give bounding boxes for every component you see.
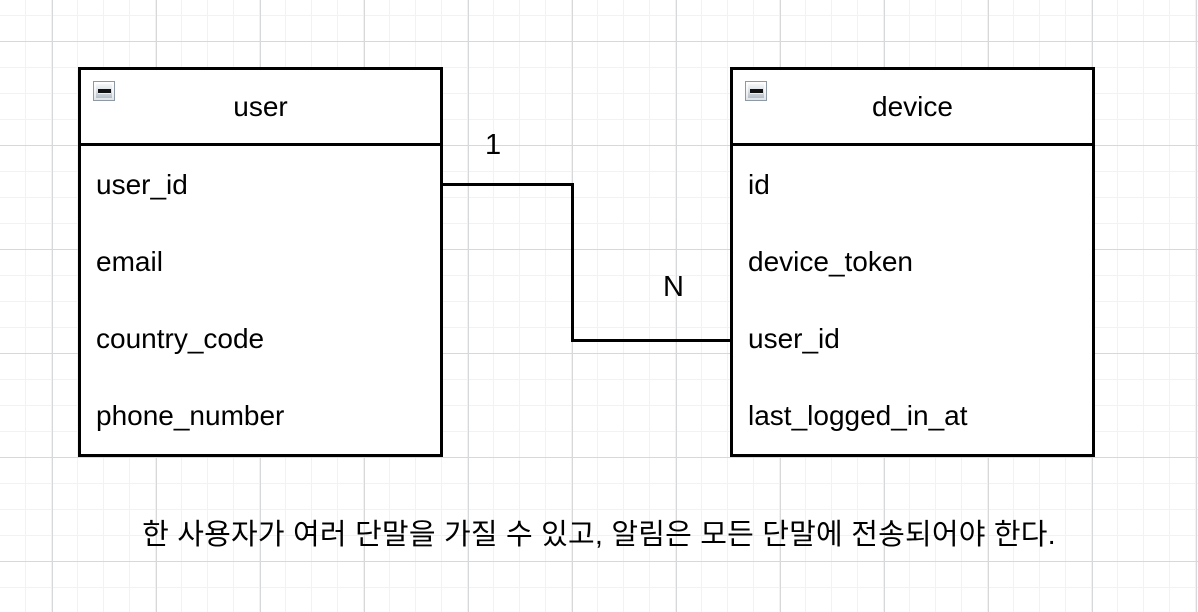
minus-glyph xyxy=(97,89,111,93)
entity-user[interactable]: user user_id email country_code phone_nu… xyxy=(78,67,443,457)
caption-text[interactable]: 한 사용자가 여러 단말을 가질 수 있고, 알림은 모든 단말에 전송되어야 … xyxy=(142,519,1056,551)
entity-device-body: id device_token user_id last_logged_in_a… xyxy=(733,146,1092,454)
field-row-last-logged-in-at[interactable]: last_logged_in_at xyxy=(733,377,1092,454)
field-row-id[interactable]: id xyxy=(733,146,1092,223)
entity-user-title: user xyxy=(233,90,288,122)
field-label: user_id xyxy=(748,322,840,354)
field-label: id xyxy=(748,168,770,200)
field-row-device-token[interactable]: device_token xyxy=(733,223,1092,300)
field-label: device_token xyxy=(748,245,914,277)
field-row-country-code[interactable]: country_code xyxy=(81,300,440,377)
collapse-minus-icon[interactable] xyxy=(745,81,767,101)
field-label: country_code xyxy=(96,322,265,354)
field-label: user_id xyxy=(96,168,188,200)
entity-device[interactable]: device id device_token user_id last_logg… xyxy=(730,67,1095,457)
collapse-minus-icon[interactable] xyxy=(93,81,115,101)
minus-glyph xyxy=(749,89,763,93)
entity-user-header[interactable]: user xyxy=(81,70,440,146)
field-label: phone_number xyxy=(96,399,285,431)
field-row-user-id[interactable]: user_id xyxy=(81,146,440,223)
relationship-edge[interactable] xyxy=(443,183,730,342)
cardinality-label-many[interactable]: N xyxy=(663,271,684,303)
field-row-phone-number[interactable]: phone_number xyxy=(81,377,440,454)
field-label: last_logged_in_at xyxy=(748,399,968,431)
entity-user-body: user_id email country_code phone_number xyxy=(81,146,440,454)
field-row-user-id[interactable]: user_id xyxy=(733,300,1092,377)
entity-device-title: device xyxy=(872,90,953,122)
field-row-email[interactable]: email xyxy=(81,223,440,300)
entity-device-header[interactable]: device xyxy=(733,70,1092,146)
cardinality-label-one[interactable]: 1 xyxy=(485,129,502,161)
field-label: email xyxy=(96,245,163,277)
